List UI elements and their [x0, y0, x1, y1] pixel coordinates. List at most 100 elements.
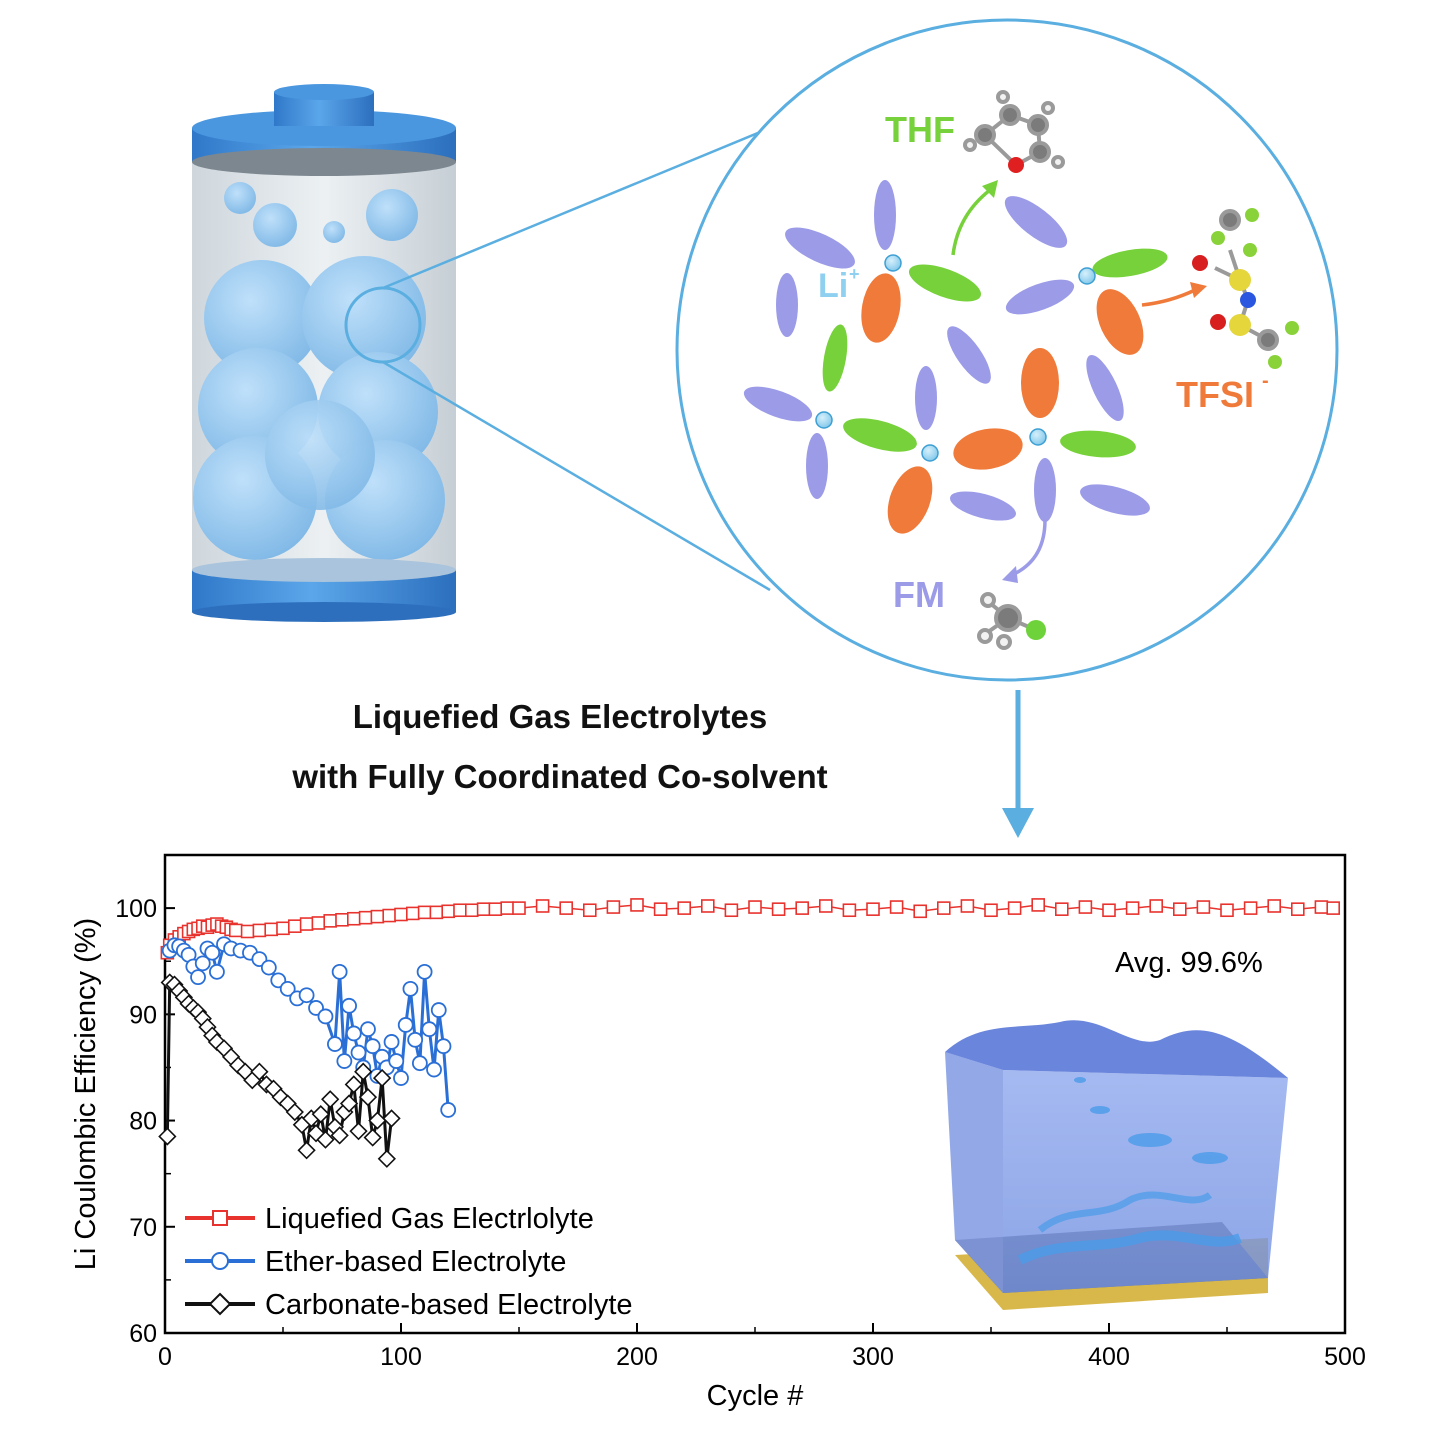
legend-label-liquefied-gas: Liquefied Gas Electrlolyte	[265, 1203, 594, 1235]
data-point-liquefied-gas-electrlolyte	[370, 909, 385, 924]
data-point-ether-based-electrolyte	[430, 1002, 447, 1018]
data-point-carbonate-based-electrolyte	[330, 1126, 349, 1145]
fm-molecule-model	[977, 592, 1046, 650]
data-point-ether-based-electrolyte	[317, 1008, 334, 1025]
data-point-liquefied-gas-electrlolyte	[323, 914, 338, 928]
data-point-liquefied-gas-electrlolyte	[335, 912, 349, 927]
data-point-liquefied-gas-electrlolyte	[311, 916, 326, 930]
thf-molecules	[822, 248, 1168, 458]
data-point-carbonate-based-electrolyte	[285, 1102, 304, 1122]
data-point-ether-based-electrolyte	[421, 1021, 438, 1038]
thf-label: THF	[885, 109, 955, 150]
headline-line-1: Liquefied Gas Electrolytes	[352, 698, 768, 735]
data-point-liquefied-gas-electrlolyte	[582, 903, 597, 918]
data-point-liquefied-gas-electrlolyte	[229, 923, 243, 938]
data-point-liquefied-gas-electrlolyte	[417, 905, 432, 920]
x-tick-label: 200	[616, 1343, 658, 1371]
data-point-ether-based-electrolyte	[298, 987, 315, 1004]
data-point-liquefied-gas-electrlolyte	[346, 911, 361, 926]
data-point-carbonate-based-electrolyte	[377, 1149, 396, 1168]
y-tick-label: 100	[115, 895, 157, 923]
data-point-ether-based-electrolyte	[364, 1038, 381, 1055]
data-point-carbonate-based-electrolyte	[321, 1090, 340, 1109]
data-point-ether-based-electrolyte	[279, 980, 296, 997]
y-tick-label: 70	[129, 1214, 157, 1242]
data-point-ether-based-electrolyte	[204, 944, 221, 961]
x-axis-title: Cycle #	[707, 1380, 804, 1412]
data-point-liquefied-gas-electrlolyte	[889, 900, 904, 914]
data-point-carbonate-based-electrolyte	[354, 1062, 373, 1081]
data-point-liquefied-gas-electrlolyte	[1243, 901, 1258, 915]
x-tick-label: 400	[1088, 1343, 1130, 1371]
data-point-ether-based-electrolyte	[426, 1061, 442, 1078]
lithium-deposit-blobs	[193, 182, 445, 560]
data-point-carbonate-based-electrolyte	[372, 1068, 392, 1088]
data-point-liquefied-gas-electrlolyte	[287, 919, 302, 933]
data-point-ether-based-electrolyte	[416, 963, 433, 980]
legend-item-ether: Ether-based Electrolyte	[185, 1246, 566, 1278]
data-point-liquefied-gas-electrlolyte	[464, 903, 479, 918]
x-tick-label: 300	[852, 1343, 894, 1371]
data-point-ether-based-electrolyte	[345, 1025, 362, 1042]
data-point-carbonate-based-electrolyte	[368, 1111, 387, 1130]
data-point-liquefied-gas-electrlolyte	[1125, 901, 1140, 915]
data-point-liquefied-gas-electrlolyte	[358, 910, 373, 925]
data-point-ether-based-electrolyte	[435, 1038, 452, 1055]
data-point-liquefied-gas-electrlolyte	[476, 902, 491, 916]
data-point-liquefied-gas-electrlolyte	[818, 899, 833, 913]
thf-molecule-model	[963, 90, 1065, 173]
data-point-carbonate-based-electrolyte	[297, 1141, 316, 1160]
data-point-liquefied-gas-electrlolyte	[441, 904, 456, 919]
data-point-ether-based-electrolyte	[190, 969, 206, 986]
average-annotation: Avg. 99.6%	[1115, 947, 1263, 979]
data-point-liquefied-gas-electrlolyte	[1149, 899, 1163, 913]
data-point-liquefied-gas-electrlolyte	[606, 900, 621, 914]
x-tick-label: 0	[158, 1343, 172, 1371]
data-point-liquefied-gas-electrlolyte	[1007, 901, 1022, 915]
data-point-liquefied-gas-electrlolyte	[382, 908, 397, 923]
data-point-ether-based-electrolyte	[336, 1053, 353, 1069]
x-tick-label: 500	[1324, 1343, 1366, 1371]
tfsi-molecule-model	[1192, 208, 1299, 369]
data-point-liquefied-gas-electrlolyte	[500, 901, 515, 915]
data-point-ether-based-electrolyte	[411, 1055, 428, 1072]
data-point-ether-based-electrolyte	[260, 959, 277, 976]
y-tick-label: 80	[129, 1108, 157, 1136]
data-point-liquefied-gas-electrlolyte	[276, 921, 290, 936]
data-point-ether-based-electrolyte	[331, 963, 348, 980]
data-point-carbonate-based-electrolyte	[250, 1062, 269, 1081]
battery-icon	[192, 84, 456, 622]
data-point-ether-based-electrolyte	[397, 1017, 414, 1033]
x-tick-label: 100	[380, 1343, 422, 1371]
data-point-ether-based-electrolyte	[383, 1034, 400, 1050]
data-point-liquefied-gas-electrlolyte	[264, 922, 279, 937]
data-point-liquefied-gas-electrlolyte	[1078, 900, 1093, 914]
data-point-liquefied-gas-electrlolyte	[677, 901, 692, 915]
data-point-liquefied-gas-electrlolyte	[394, 907, 408, 922]
data-point-liquefied-gas-electrlolyte	[252, 923, 267, 938]
y-tick-label: 60	[129, 1320, 157, 1348]
data-point-liquefied-gas-electrlolyte	[1267, 899, 1281, 913]
data-point-carbonate-based-electrolyte	[158, 1127, 177, 1146]
data-point-liquefied-gas-electrlolyte	[1314, 900, 1329, 914]
legend-label-ether: Ether-based Electrolyte	[265, 1246, 566, 1278]
data-point-liquefied-gas-electrlolyte	[630, 898, 644, 912]
y-axis-title: Li Coulombic Efficiency (%)	[70, 918, 102, 1270]
data-point-liquefied-gas-electrlolyte	[512, 901, 526, 915]
data-point-ether-based-electrolyte	[393, 1070, 409, 1086]
data-point-liquefied-gas-electrlolyte	[1173, 902, 1187, 916]
data-point-liquefied-gas-electrlolyte	[429, 905, 444, 920]
data-point-liquefied-gas-electrlolyte	[1102, 903, 1116, 918]
legend-label-carbonate: Carbonate-based Electrolyte	[265, 1289, 633, 1321]
tfsi-molecules	[861, 273, 1144, 534]
data-point-carbonate-based-electrolyte	[358, 1088, 378, 1107]
solvation-zoom-circle: THF Li + TFSI - FM	[675, 18, 1339, 682]
data-point-ether-based-electrolyte	[440, 1102, 457, 1118]
data-point-ether-based-electrolyte	[209, 963, 225, 980]
li-charge-label: +	[849, 264, 860, 284]
data-point-liquefied-gas-electrlolyte	[240, 924, 255, 939]
data-point-liquefied-gas-electrlolyte	[405, 906, 420, 921]
tfsi-label: TFSI	[1176, 374, 1254, 415]
